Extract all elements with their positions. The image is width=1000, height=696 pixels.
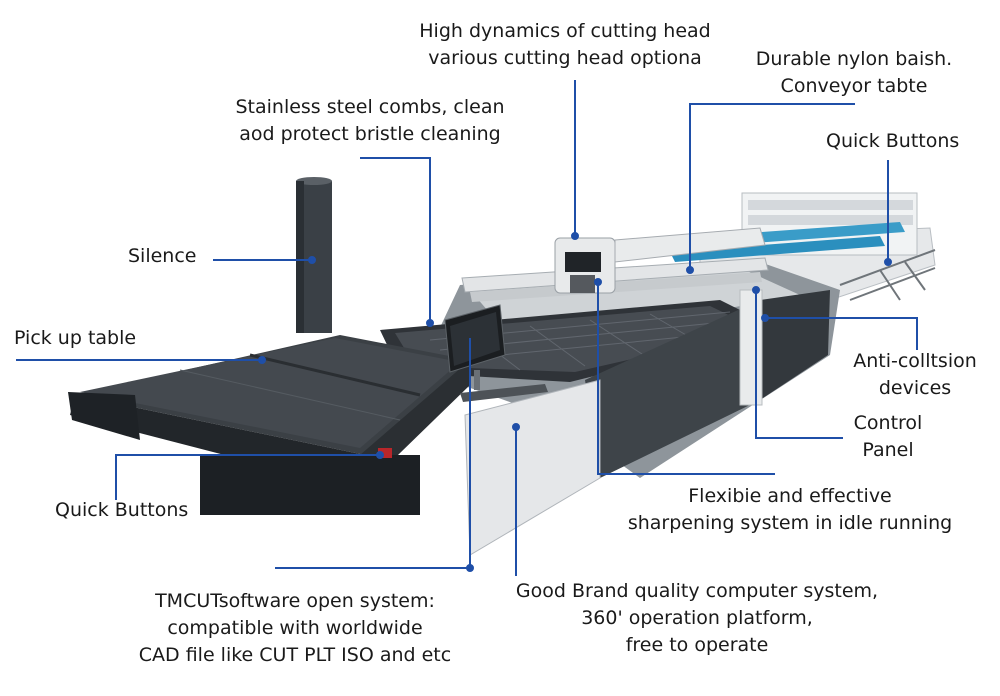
label-pickup-table: Pick up table bbox=[14, 325, 136, 352]
label-nylon-line2: Conveyor tabte bbox=[780, 75, 928, 97]
label-control-line2: Panel bbox=[862, 439, 914, 461]
label-quick-buttons-bottom: Quick Buttons bbox=[55, 497, 188, 524]
label-software: TMCUTsoftware open system: compatible wi… bbox=[100, 588, 490, 669]
label-sharpen-line2: sharpening system in idle running bbox=[627, 512, 953, 534]
label-combs-line2: aod protect bristle cleaning bbox=[239, 123, 501, 145]
label-cutting-head-line1: High dynamics of cutting head bbox=[419, 20, 711, 42]
label-pickup-text: Pick up table bbox=[14, 327, 137, 349]
label-sharpen-line1: Flexibie and effective bbox=[688, 485, 892, 507]
callout-lines bbox=[16, 80, 918, 576]
label-brand-line3: free to operate bbox=[625, 634, 769, 656]
label-anti-line1: Anti-colltsion bbox=[853, 350, 977, 372]
label-computer-system: Good Brand quality computer system, 360'… bbox=[486, 578, 908, 659]
label-silence-text: Silence bbox=[128, 245, 197, 267]
label-nylon-conveyor: Durable nylon baish. Conveyor tabte bbox=[738, 46, 970, 100]
label-control-line1: Control bbox=[853, 412, 923, 434]
label-brand-line1: Good Brand quality computer system, bbox=[515, 580, 879, 602]
label-combs-line1: Stainless steel combs, clean bbox=[235, 96, 505, 118]
label-control-panel: Control Panel bbox=[840, 410, 936, 464]
label-software-line3: CAD file like CUT PLT ISO and etc bbox=[138, 644, 452, 666]
label-quick-bottom-text: Quick Buttons bbox=[55, 499, 189, 521]
label-software-line2: compatible with worldwide bbox=[167, 617, 423, 639]
monitor bbox=[444, 304, 548, 402]
label-cutting-head-line2: various cutting head optiona bbox=[428, 47, 702, 69]
pickup-table bbox=[68, 335, 470, 515]
label-quick-top-text: Quick Buttons bbox=[826, 130, 960, 152]
label-nylon-line1: Durable nylon baish. bbox=[755, 48, 953, 70]
label-silence: Silence bbox=[128, 243, 197, 270]
suction-column bbox=[296, 177, 332, 333]
label-software-line1: TMCUTsoftware open system: bbox=[155, 590, 435, 612]
label-steel-combs: Stainless steel combs, clean aod protect… bbox=[212, 94, 528, 148]
label-quick-buttons-top: Quick Buttons bbox=[826, 128, 959, 155]
label-anti-collision: Anti-colltsion devices bbox=[840, 348, 990, 402]
cutting-bed bbox=[380, 262, 840, 556]
label-cutting-head: High dynamics of cutting head various cu… bbox=[400, 18, 730, 72]
label-brand-line2: 360' operation platform, bbox=[581, 607, 813, 629]
label-anti-line2: devices bbox=[878, 377, 952, 399]
label-sharpening: Flexibie and effective sharpening system… bbox=[604, 483, 976, 537]
